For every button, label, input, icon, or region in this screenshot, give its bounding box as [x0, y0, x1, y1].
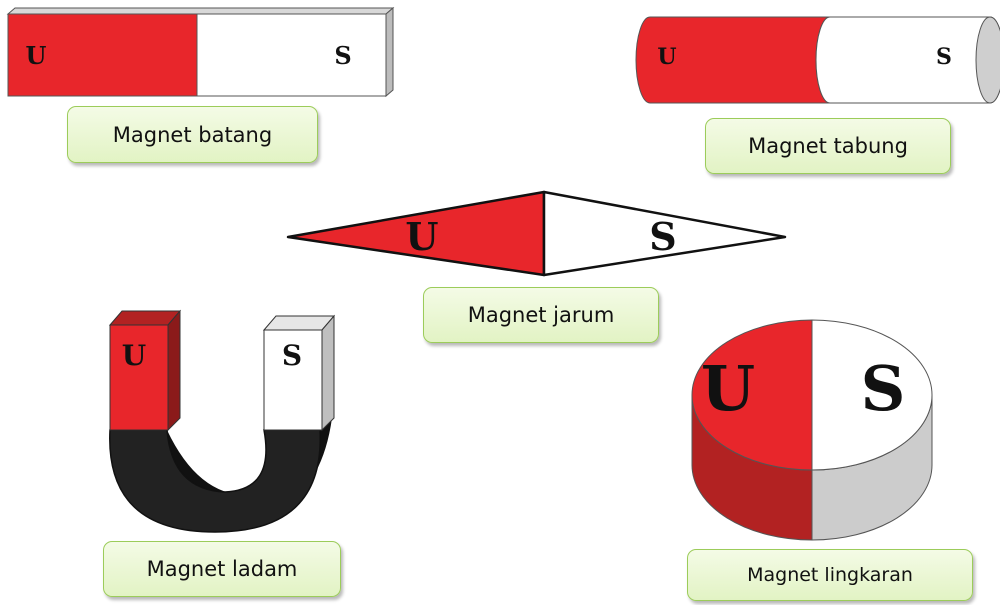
label-magnet-ladam: Magnet ladam — [103, 541, 341, 597]
disc-south-pole: S — [861, 352, 906, 425]
label-magnet-jarum: Magnet jarum — [423, 287, 659, 343]
disc-magnet: U S — [691, 319, 933, 541]
label-magnet-tabung: Magnet tabung — [705, 118, 951, 174]
bar-magnet: U S — [6, 6, 395, 98]
needle-south-pole: S — [649, 214, 676, 259]
bar-south-pole: S — [334, 41, 351, 70]
needle-north-pole: U — [405, 214, 438, 259]
cylinder-south-pole: S — [936, 44, 952, 70]
cylinder-north-pole: U — [657, 44, 676, 70]
bar-north-pole: U — [26, 41, 47, 70]
label-magnet-lingkaran: Magnet lingkaran — [687, 549, 973, 601]
cylinder-magnet: U S — [635, 16, 1000, 104]
needle-magnet: U S — [286, 190, 787, 277]
horseshoe-south-pole: S — [282, 339, 302, 372]
horseshoe-magnet: U S — [108, 309, 336, 533]
horseshoe-north-pole: U — [122, 339, 146, 372]
disc-north-pole: U — [701, 352, 755, 425]
label-magnet-batang: Magnet batang — [67, 106, 318, 163]
